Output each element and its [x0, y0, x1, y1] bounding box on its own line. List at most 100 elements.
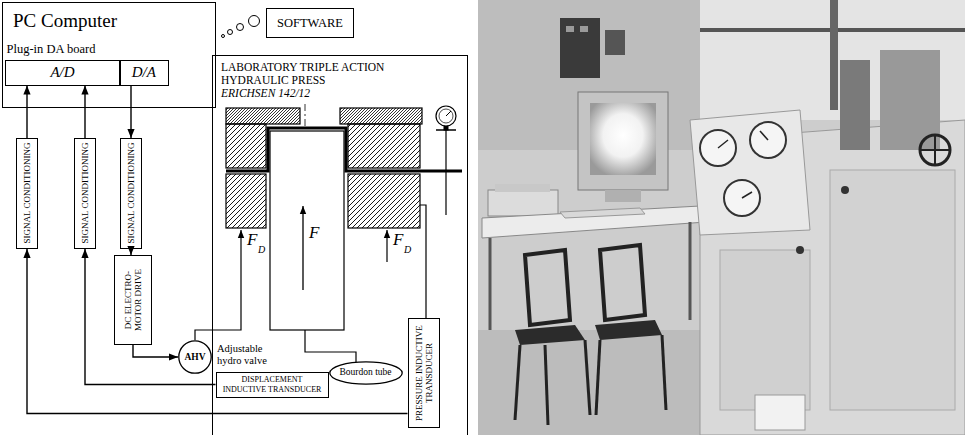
dial-gauge — [436, 106, 456, 126]
lab-photo — [841, 186, 849, 194]
dial-gauge — [445, 130, 446, 215]
signal-line — [26, 86, 27, 139]
lab-photo — [796, 246, 804, 254]
software-box: SOFTWARE — [266, 8, 354, 38]
lab-photo — [482, 206, 706, 238]
lab-photo — [578, 92, 668, 190]
hydraulic-lines — [305, 330, 356, 362]
signal-conditioner-text: SIGNAL CONDITIONING — [126, 143, 136, 244]
dial-gauge — [446, 111, 451, 116]
bourdon-tube-outline — [329, 361, 401, 383]
bourdon-tube: Bourdon tube — [329, 361, 403, 385]
bourdon-tube-text: Bourdon tube — [340, 367, 392, 378]
lab-photo — [605, 190, 641, 202]
displacement-transducer: DISPLACEMENT INDUCTIVE TRANSDUCER — [216, 372, 329, 398]
lab-photo — [700, 130, 736, 166]
computer-box-text: PC Computer — [13, 10, 205, 32]
press-tooling — [226, 124, 266, 168]
lab-photo — [595, 320, 662, 340]
force-symbol: F — [309, 224, 319, 243]
lab-photo — [580, 26, 588, 32]
signal-line — [27, 249, 408, 414]
da-converter: D/A — [119, 60, 169, 86]
press-tooling — [226, 174, 266, 228]
signal-line — [133, 345, 178, 357]
lab-photo — [515, 345, 520, 420]
press-frame-text: ERICHSEN 142/12 — [221, 87, 459, 100]
lab-photo — [545, 345, 548, 425]
press-tooling — [226, 108, 300, 124]
hydro-valve-text: AHV — [184, 352, 205, 363]
lab-photo — [560, 208, 645, 218]
force-subscript: D — [258, 244, 265, 255]
lab-photo — [566, 26, 574, 32]
hydro-valve: AHV — [178, 340, 212, 374]
lab-photo — [920, 135, 950, 165]
lab-photo — [585, 340, 590, 415]
lab-photo — [605, 30, 625, 55]
lab-photo — [720, 250, 810, 410]
signal-conditioner-text: SIGNAL CONDITIONING — [22, 143, 32, 244]
hydraulic-lines — [195, 205, 426, 362]
hydro-valve-outline — [179, 341, 211, 373]
pressure-transducer-text: PRESSURE INDUCTIVE TRANSDUCER — [413, 323, 434, 423]
da-board-text: Plug-in DA board — [7, 42, 96, 56]
force-subscript: D — [404, 244, 411, 255]
press-tooling — [340, 108, 422, 124]
press-tooling — [226, 104, 462, 330]
motor-drive-text: DC ELECTRO- MOTOR DRIVE — [123, 262, 144, 338]
lab-photo — [830, 0, 838, 110]
force-symbol: F — [393, 231, 403, 250]
signal-conditioner: SIGNAL CONDITIONING — [16, 138, 38, 249]
hydraulic-lines — [386, 230, 387, 262]
hydraulic-lines — [195, 258, 241, 340]
signal-conditioner: SIGNAL CONDITIONING — [74, 138, 96, 249]
lab-photo — [478, 0, 965, 435]
thought-bubbles — [222, 35, 225, 38]
lab-photo — [596, 340, 600, 415]
lab-photo — [755, 395, 805, 430]
force-symbol: F — [247, 231, 257, 250]
lab-photo — [560, 18, 600, 78]
computer-box: PC ComputerPlug-in DA boardA/D D/A — [2, 2, 216, 108]
lab-photo — [478, 0, 965, 435]
lab-photo — [662, 335, 666, 410]
signal-conditioner: SIGNAL CONDITIONING — [120, 138, 142, 249]
signal-line — [85, 249, 216, 385]
lab-photo — [488, 190, 558, 216]
lab-photo — [689, 222, 692, 320]
software-box-text: SOFTWARE — [277, 16, 343, 30]
signal-conditioner-text: SIGNAL CONDITIONING — [80, 143, 90, 244]
lab-photo — [600, 245, 645, 320]
lab-photo — [515, 325, 585, 345]
thought-bubbles — [249, 16, 260, 27]
thought-bubbles — [237, 24, 244, 31]
hydraulic-lines — [240, 230, 241, 258]
displacement-transducer-text: DISPLACEMENT INDUCTIVE TRANSDUCER — [221, 375, 323, 393]
press-tooling — [348, 124, 420, 168]
dial-gauge — [436, 106, 456, 215]
press-tooling — [226, 128, 462, 171]
hydraulic-lines — [420, 205, 426, 318]
pressure-transducer: PRESSURE INDUCTIVE TRANSDUCER — [408, 318, 440, 428]
press-frame-text: LABORATORY TRIPLE ACTION HYDRAULIC PRESS — [221, 61, 421, 87]
da-board: Plug-in DA boardA/DD/A — [5, 60, 169, 86]
ad-converter-text: A/D — [50, 64, 74, 81]
valve-label: Adjustable hydro valve — [217, 343, 281, 366]
press-tooling — [270, 131, 344, 330]
hydraulic-lines — [302, 206, 303, 290]
signal-line — [130, 86, 131, 139]
signal-line — [84, 86, 85, 139]
lab-photo — [742, 192, 752, 198]
lab-photo — [724, 180, 760, 216]
thought-bubbles — [222, 16, 260, 38]
lab-photo — [495, 184, 550, 192]
thought-bubbles — [228, 30, 233, 35]
lab-photo — [525, 250, 570, 325]
lab-photo — [830, 170, 955, 410]
lab-photo — [718, 140, 728, 148]
motor-drive: DC ELECTRO- MOTOR DRIVE — [114, 255, 152, 345]
da-converter-text: D/A — [132, 64, 156, 81]
